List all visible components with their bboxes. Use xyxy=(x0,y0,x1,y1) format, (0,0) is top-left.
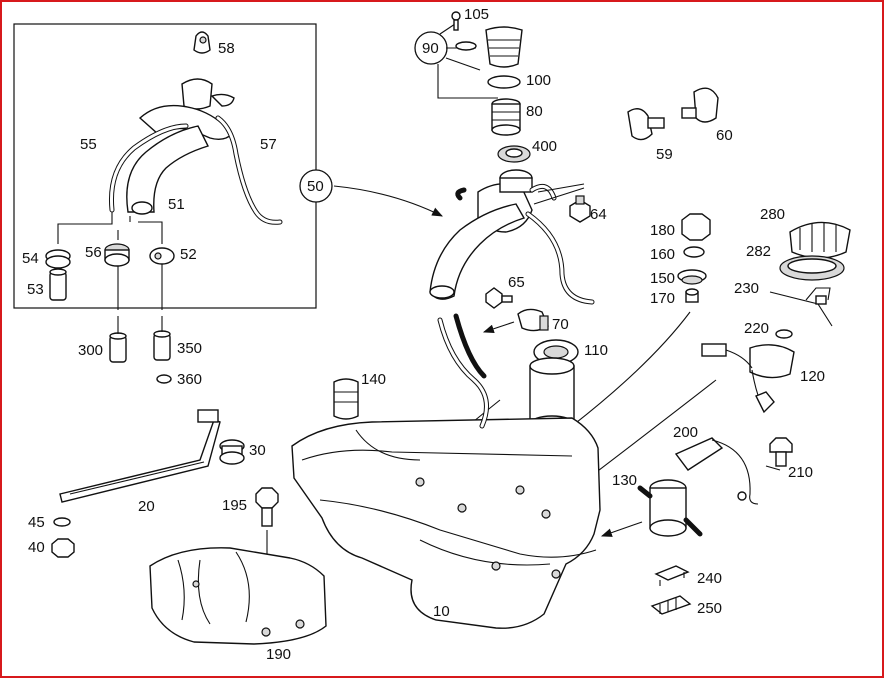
label-120: 120 xyxy=(800,368,825,385)
callout-50-arrow xyxy=(333,185,443,217)
label-58: 58 xyxy=(218,40,235,57)
label-180: 180 xyxy=(650,222,675,239)
label-10: 10 xyxy=(433,603,450,620)
label-240: 240 xyxy=(697,570,722,587)
label-130: 130 xyxy=(612,472,637,489)
part-130-fuel-filter xyxy=(637,479,703,537)
part-240-clip xyxy=(654,565,690,586)
label-280: 280 xyxy=(760,206,785,223)
label-52: 52 xyxy=(180,246,197,263)
label-220: 220 xyxy=(744,320,769,337)
label-200: 200 xyxy=(673,424,698,441)
sleeve-53 xyxy=(49,268,67,301)
label-210: 210 xyxy=(788,464,813,481)
part-210-bolt xyxy=(765,437,793,471)
label-59: 59 xyxy=(656,146,673,163)
label-54: 54 xyxy=(22,250,39,267)
part-10-fuel-tank xyxy=(291,313,601,629)
part-90-cap xyxy=(455,26,523,68)
label-51: 51 xyxy=(168,196,185,213)
label-150: 150 xyxy=(650,270,675,287)
part-400-ring xyxy=(497,145,531,163)
clamp-52 xyxy=(149,247,175,265)
label-70: 70 xyxy=(552,316,569,333)
inset-box xyxy=(13,23,317,309)
label-64: 64 xyxy=(590,206,607,223)
label-80: 80 xyxy=(526,103,543,120)
vent-hose-57 xyxy=(215,115,283,225)
part-40-nut xyxy=(51,538,75,558)
label-60: 60 xyxy=(716,127,733,144)
part-280-lock-ring xyxy=(789,221,851,259)
sleeve-350 xyxy=(153,330,171,361)
label-100: 100 xyxy=(526,72,551,89)
part-160-washer xyxy=(683,246,705,258)
label-282: 282 xyxy=(746,243,771,260)
part-150-grommet xyxy=(677,269,707,285)
part-195-bolt xyxy=(255,487,279,527)
part-20-strap xyxy=(59,409,221,503)
part-220-ring xyxy=(775,329,793,339)
label-53: 53 xyxy=(27,281,44,298)
label-160: 160 xyxy=(650,246,675,263)
part-59-connector xyxy=(627,108,665,141)
label-50: 50 xyxy=(307,178,324,195)
part-60-connector xyxy=(681,87,719,123)
part-170-spacer xyxy=(685,288,699,303)
label-110: 110 xyxy=(584,342,608,359)
label-230: 230 xyxy=(734,280,759,297)
part-250-clip xyxy=(650,595,692,615)
part-120-fuel-pump-module xyxy=(701,343,795,414)
clamp-54 xyxy=(45,249,71,269)
label-350: 350 xyxy=(177,340,202,357)
sleeve-300 xyxy=(109,332,127,363)
part-70-connector xyxy=(517,308,549,332)
clamp-56 xyxy=(104,243,130,267)
part-180-nut xyxy=(681,213,711,241)
part-282-seal xyxy=(779,255,845,281)
label-56: 56 xyxy=(85,244,102,261)
part-65-fitting xyxy=(485,287,513,309)
part-64-valve xyxy=(569,195,591,223)
callout-50-circle xyxy=(299,169,333,203)
label-45: 45 xyxy=(28,514,45,531)
label-30: 30 xyxy=(249,442,266,459)
label-90: 90 xyxy=(422,40,439,57)
part-230-sender xyxy=(769,287,833,327)
label-40: 40 xyxy=(28,539,45,556)
label-65: 65 xyxy=(508,274,525,291)
part-140-boot xyxy=(333,378,359,420)
ring-100 xyxy=(487,75,521,89)
part-105-screw xyxy=(451,11,461,31)
part-80-sleeve xyxy=(491,98,521,136)
part-58-clip xyxy=(193,31,211,54)
part-45-washer xyxy=(53,517,71,527)
part-labels: 105 90 58 100 80 400 59 60 55 57 51 50 6… xyxy=(22,6,825,663)
label-190: 190 xyxy=(266,646,291,663)
label-360: 360 xyxy=(177,371,202,388)
label-140: 140 xyxy=(361,371,386,388)
ring-360 xyxy=(156,374,172,384)
filler-neck-tubes xyxy=(108,123,209,215)
part-190-heat-shield xyxy=(149,547,327,645)
filler-neck-assembly xyxy=(429,169,595,305)
part-30-grommet xyxy=(219,439,245,465)
label-57: 57 xyxy=(260,136,277,153)
label-170: 170 xyxy=(650,290,675,307)
label-55: 55 xyxy=(80,136,97,153)
label-250: 250 xyxy=(697,600,722,617)
label-400: 400 xyxy=(532,138,557,155)
label-300: 300 xyxy=(78,342,103,359)
label-105: 105 xyxy=(464,6,489,23)
label-195: 195 xyxy=(222,497,247,514)
part-200-bracket xyxy=(674,437,759,505)
label-20: 20 xyxy=(138,498,155,515)
